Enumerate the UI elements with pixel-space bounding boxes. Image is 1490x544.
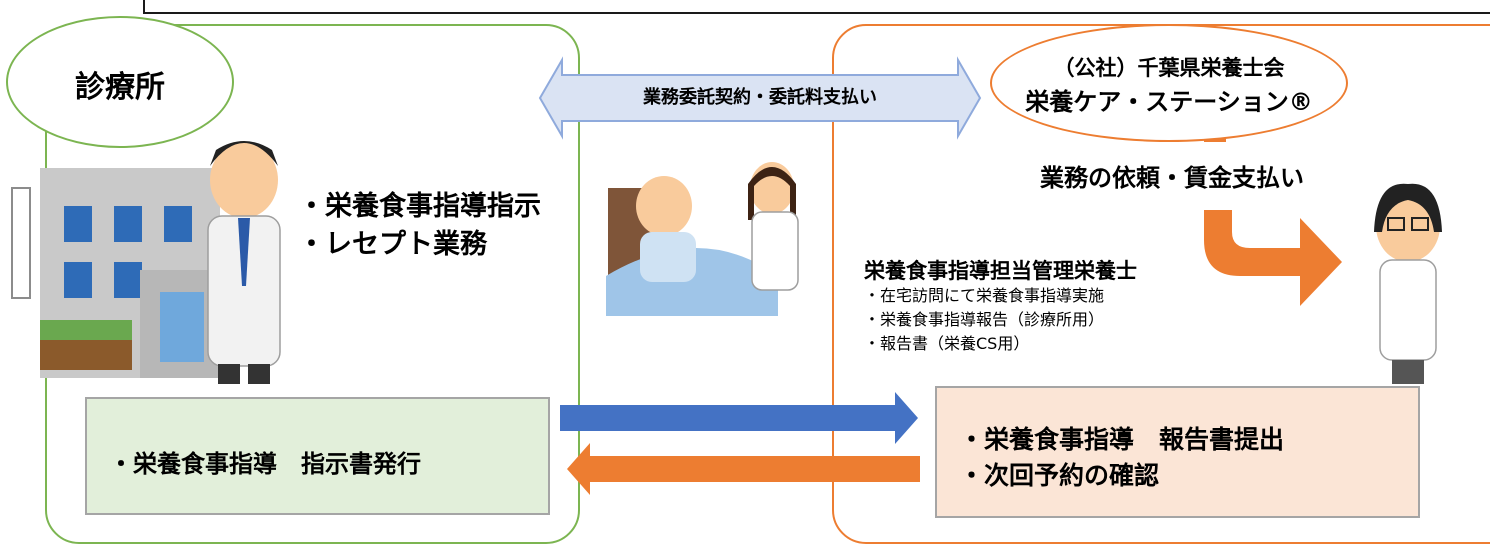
double-arrow-icon [538,56,982,140]
contract-label: 業務委託契約・委託料支払い [643,87,877,108]
clinic-task-list: ・栄養食事指導指示 ・レセプト業務 [298,188,541,264]
diagram-graphics [11,56,1442,495]
doctor-icon [207,141,281,384]
report-box-line: ・栄養食事指導 報告書提出 [959,425,1285,454]
instruction-box-text: ・栄養食事指導 指示書発行 [109,450,421,478]
top-frame [143,0,1490,14]
dietitian-task-item: ・在宅訪問にて栄養食事指導実施 [864,286,1105,305]
patient-visit-icon [606,162,799,316]
clinic-building-icon [11,168,230,378]
left-arrow-icon [567,443,920,495]
curved-arrow-icon [1204,210,1342,306]
dietitian-task-item: ・栄養食事指導報告（診療所用） [864,310,1105,329]
clinic-task-item: ・レセプト業務 [298,229,487,260]
clinic-label-ellipse: 診療所 [6,16,234,148]
right-arrow-icon [560,392,918,444]
dietitian-title: 栄養食事指導担当管理栄養士 [864,259,1137,283]
report-box-line: ・次回予約の確認 [959,461,1160,490]
dietitian-icon [1374,183,1442,384]
request-label: 業務の依頼・賃金支払い [1040,164,1304,192]
report-box: ・栄養食事指導 報告書提出 ・次回予約の確認 [935,386,1420,518]
dietitian-task-item: ・報告書（栄養CS用） [864,334,1030,353]
instruction-box: ・栄養食事指導 指示書発行 [85,397,550,515]
dietitian-task-list: ・在宅訪問にて栄養食事指導実施 ・栄養食事指導報告（診療所用） ・報告書（栄養C… [864,284,1104,356]
station-name-line2: 栄養ケア・ステーション® [1025,88,1313,116]
clinic-name: 診療所 [75,70,165,105]
station-name-line1: （公社）千葉県栄養士会 [1053,56,1285,80]
clinic-task-item: ・栄養食事指導指示 [298,191,541,222]
station-label-ellipse: （公社）千葉県栄養士会 栄養ケア・ステーション® [990,24,1348,142]
